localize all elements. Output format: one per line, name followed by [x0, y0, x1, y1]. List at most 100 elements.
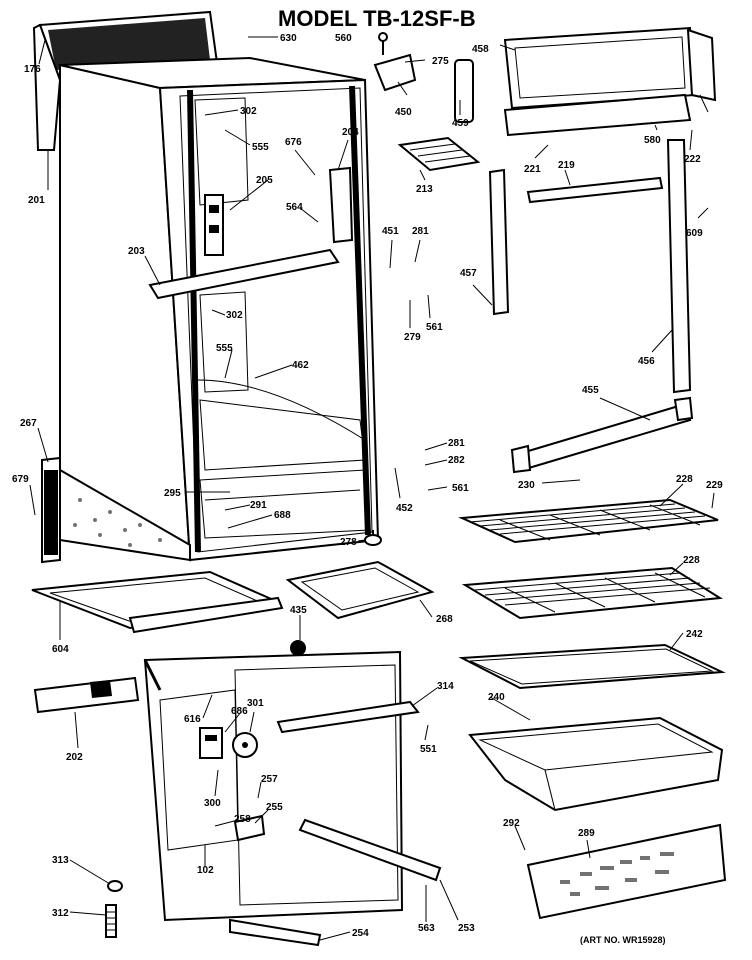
part-label: 313: [52, 855, 69, 866]
door-strip-457: [488, 168, 510, 316]
part-label: 300: [204, 798, 221, 809]
part-label: 228: [676, 474, 693, 485]
leader-lines: [29, 36, 715, 941]
part-label: 609: [686, 228, 703, 239]
part-label: 561: [452, 483, 469, 494]
part-label: 679: [12, 474, 29, 485]
shelf-support-314: [276, 700, 420, 734]
door-stop-459: [454, 59, 474, 123]
door-bar-219: [526, 176, 664, 204]
part-label: 201: [28, 195, 45, 206]
back-grille: [32, 10, 220, 151]
part-label: 279: [404, 332, 421, 343]
part-label: 230: [518, 480, 535, 491]
cabinet-shell: [59, 56, 380, 562]
leveler-312: [105, 904, 117, 938]
thermostat-panel: [204, 194, 224, 256]
glass-shelf: [458, 643, 726, 690]
screw-560: [378, 32, 388, 55]
part-label: 302: [226, 310, 243, 321]
hinge-bracket: [328, 166, 354, 244]
part-label: 281: [412, 226, 429, 237]
part-label: 580: [644, 135, 661, 146]
part-label: 202: [66, 752, 83, 763]
part-label: 281: [448, 438, 465, 449]
part-label: 314: [437, 681, 454, 692]
part-label: 205: [256, 175, 273, 186]
part-label: 312: [52, 908, 69, 919]
part-label: 228: [683, 555, 700, 566]
part-label: 291: [250, 500, 267, 511]
glide-rail-253: [298, 818, 442, 882]
part-label: 295: [164, 488, 181, 499]
part-label: 456: [638, 356, 655, 367]
art-number: (ART NO. WR15928): [580, 935, 666, 945]
part-label: 435: [290, 605, 307, 616]
part-label: 204: [342, 127, 359, 138]
bracket-255: [233, 814, 266, 842]
part-label: 257: [261, 774, 278, 785]
drip-pan: [31, 570, 284, 634]
glide-rail-254: [229, 918, 322, 947]
part-label: 255: [266, 802, 283, 813]
part-label: 555: [252, 142, 269, 153]
part-label: 458: [472, 44, 489, 55]
part-label: 267: [20, 418, 37, 429]
thermostat-knob: [232, 732, 258, 758]
top-hinge: [373, 53, 417, 92]
part-label: 563: [418, 923, 435, 934]
crisper-drawer: [468, 716, 724, 812]
part-label: 221: [524, 164, 541, 175]
thermostat-control: [199, 727, 223, 759]
part-label: 102: [197, 865, 214, 876]
part-label: 450: [395, 107, 412, 118]
part-label: 282: [448, 455, 465, 466]
crisper-cover: [526, 823, 727, 920]
part-label: 555: [216, 343, 233, 354]
part-label: 560: [335, 33, 352, 44]
part-label: 451: [382, 226, 399, 237]
part-label: 268: [436, 614, 453, 625]
part-label: 254: [352, 928, 369, 939]
part-label: 452: [396, 503, 413, 514]
lower-cabinet: [143, 650, 404, 922]
part-label: 459: [452, 118, 469, 129]
light-socket: [290, 640, 306, 656]
part-label: 176: [24, 64, 41, 75]
part-label: 462: [292, 360, 309, 371]
model-title: MODEL TB-12SF-B: [278, 6, 476, 31]
part-label: 604: [52, 644, 69, 655]
base-grille: [41, 456, 191, 564]
part-label: 229: [706, 480, 723, 491]
part-label: 258: [234, 814, 251, 825]
wire-shelf-lower: [461, 566, 724, 620]
part-label: 289: [578, 828, 595, 839]
ice-tray: [397, 136, 481, 172]
part-label: 203: [128, 246, 145, 257]
part-label: 688: [274, 510, 291, 521]
part-label: 222: [684, 154, 701, 165]
part-labels: 630 560 275 458 176 302 450 459 555 676 …: [12, 33, 723, 939]
trim-202: [33, 676, 140, 714]
part-label: 292: [503, 818, 520, 829]
part-label: 253: [458, 923, 475, 934]
part-label: 301: [247, 698, 264, 709]
freezer-door: [503, 26, 717, 137]
part-label: 616: [184, 714, 201, 725]
wire-shelf-upper: [458, 498, 719, 544]
part-label: 630: [280, 33, 297, 44]
part-label: 676: [285, 137, 302, 148]
part-label: 302: [240, 106, 257, 117]
part-label: 240: [488, 692, 505, 703]
part-label: 551: [420, 744, 437, 755]
part-label: 278: [340, 537, 357, 548]
part-label: 219: [558, 160, 575, 171]
door-strip-456: [666, 139, 692, 394]
part-label: 275: [432, 56, 449, 67]
leveler-cap-313: [107, 880, 123, 892]
part-label: 457: [460, 268, 477, 279]
part-label: 561: [426, 322, 443, 333]
part-label: 242: [686, 629, 703, 640]
meat-tray: [285, 560, 435, 620]
